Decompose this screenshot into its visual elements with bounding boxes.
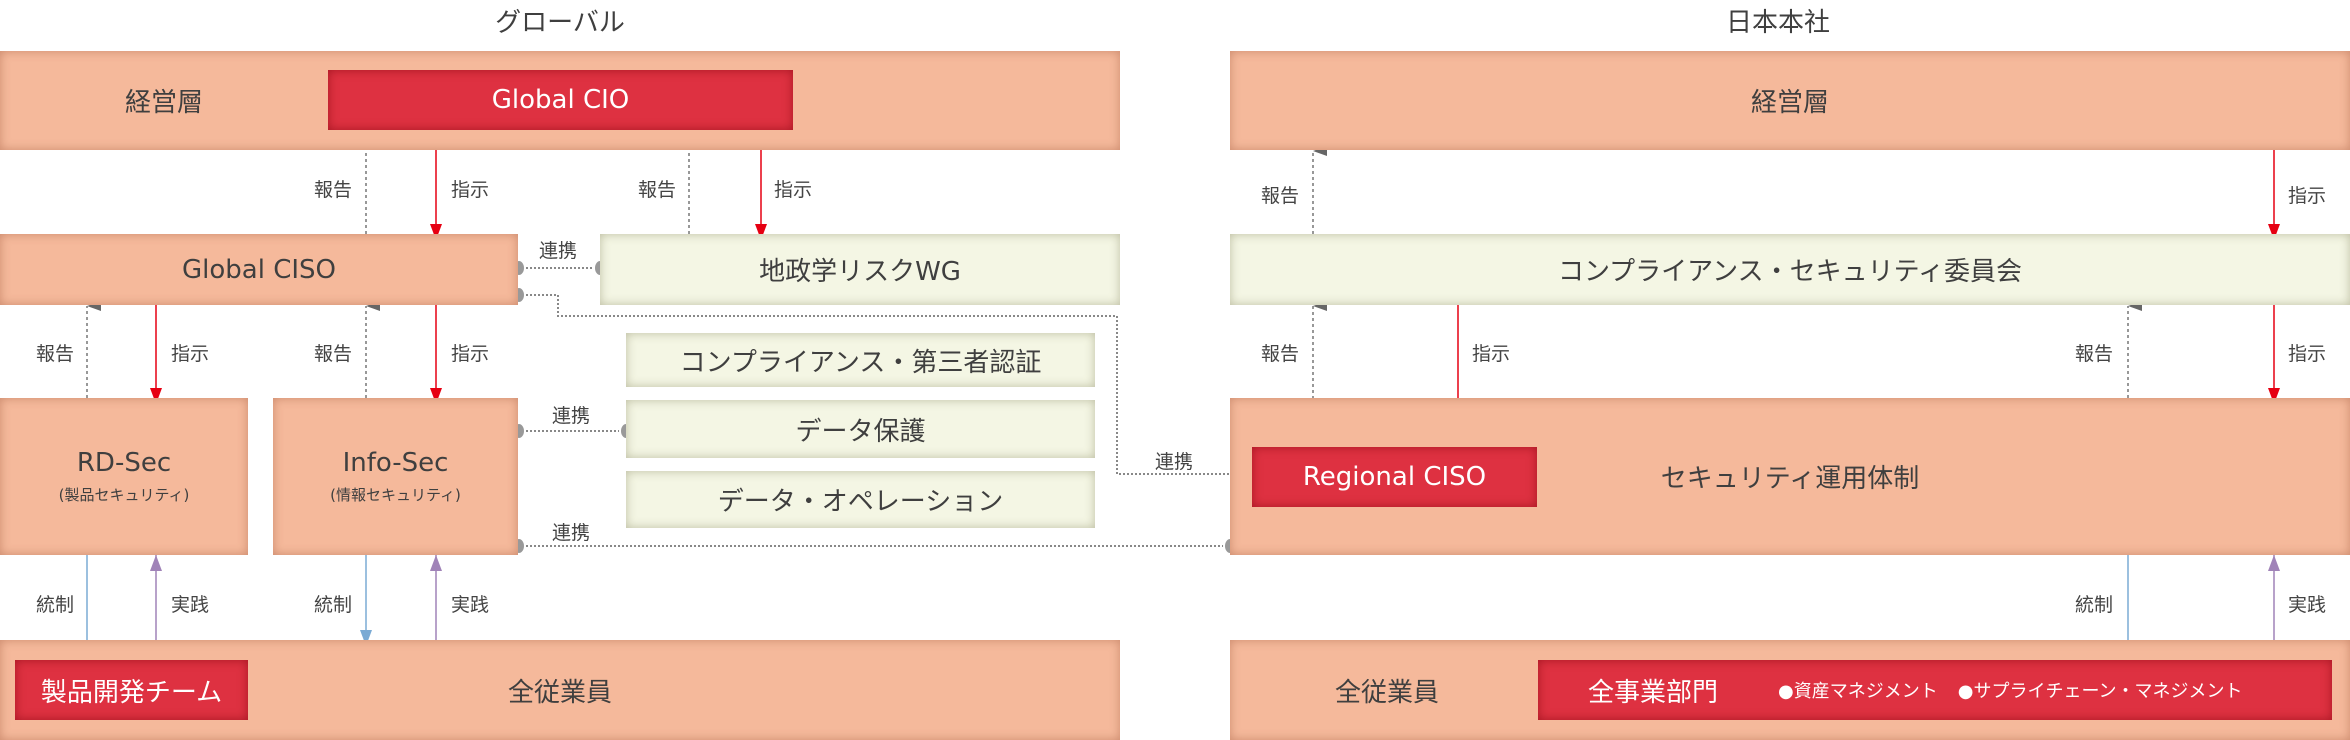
report-label: 報告 <box>2074 343 2114 365</box>
report-label: 報告 <box>1260 185 1300 207</box>
govern-label: 統制 <box>2074 594 2114 616</box>
label: 全従業員 <box>507 677 612 708</box>
data-operation-box: データ・オペレーション <box>626 471 1095 528</box>
label: 全従業員 <box>1335 677 1440 708</box>
compliance-cert-box: コンプライアンス・第三者認証 <box>626 333 1095 387</box>
link-label: 連携 <box>551 522 591 544</box>
product-team-box: 製品開発チーム <box>15 660 248 720</box>
link-label: 連携 <box>551 405 591 427</box>
regional-ciso-box: Regional CISO <box>1252 447 1537 507</box>
instruct-label: 指示 <box>170 343 210 365</box>
report-label: 報告 <box>313 343 353 365</box>
practice-label: 実践 <box>2287 594 2327 616</box>
practice-label: 実践 <box>450 594 490 616</box>
japan-header: 日本本社 <box>1725 8 1831 38</box>
report-label: 報告 <box>313 179 353 201</box>
instruct-label: 指示 <box>2287 343 2327 365</box>
govern-label: 統制 <box>35 594 75 616</box>
global-header: グローバル <box>495 8 625 38</box>
data-protection-box: データ保護 <box>626 400 1095 458</box>
link-line <box>518 294 1252 475</box>
label: 経営層 <box>125 88 204 118</box>
report-label: 報告 <box>637 179 677 201</box>
link-label: 連携 <box>1154 451 1194 473</box>
report-label: 報告 <box>35 343 75 365</box>
govern-label: 統制 <box>313 594 353 616</box>
report-label: 報告 <box>1260 343 1300 365</box>
label: セキュリティ運用体制 <box>1660 464 1920 494</box>
instruct-label: 指示 <box>2287 185 2327 207</box>
sublabel: (製品セキュリティ) <box>58 486 190 504</box>
geo-risk-wg-box: 地政学リスクWG <box>600 234 1120 305</box>
global-ciso-box: Global CISO <box>0 234 518 305</box>
bullet-asset: ●資産マネジメント <box>1778 681 1938 702</box>
rd-sec-box: RD-Sec (製品セキュリティ) <box>0 398 248 555</box>
label: RD-Sec <box>76 448 172 478</box>
instruct-label: 指示 <box>450 179 490 201</box>
label: Info-Sec <box>342 448 449 478</box>
instruct-label: 指示 <box>773 179 813 201</box>
info-sec-box: Info-Sec (情報セキュリティ) <box>273 398 518 555</box>
instruct-label: 指示 <box>450 343 490 365</box>
bullet-supply-chain: ●サプライチェーン・マネジメント <box>1957 681 2243 702</box>
practice-label: 実践 <box>170 594 210 616</box>
all-divisions-box: 全事業部門 ●資産マネジメント ●サプライチェーン・マネジメント <box>1538 660 2332 720</box>
japan-management-box: 経営層 <box>1230 51 2350 150</box>
instruct-label: 指示 <box>1471 343 1511 365</box>
sublabel: (情報セキュリティ) <box>330 486 461 504</box>
global-cio-box: Global CIO <box>328 70 793 130</box>
link-label: 連携 <box>538 240 578 262</box>
label: 全事業部門 <box>1588 677 1719 708</box>
committee-box: コンプライアンス・セキュリティ委員会 <box>1230 234 2350 305</box>
